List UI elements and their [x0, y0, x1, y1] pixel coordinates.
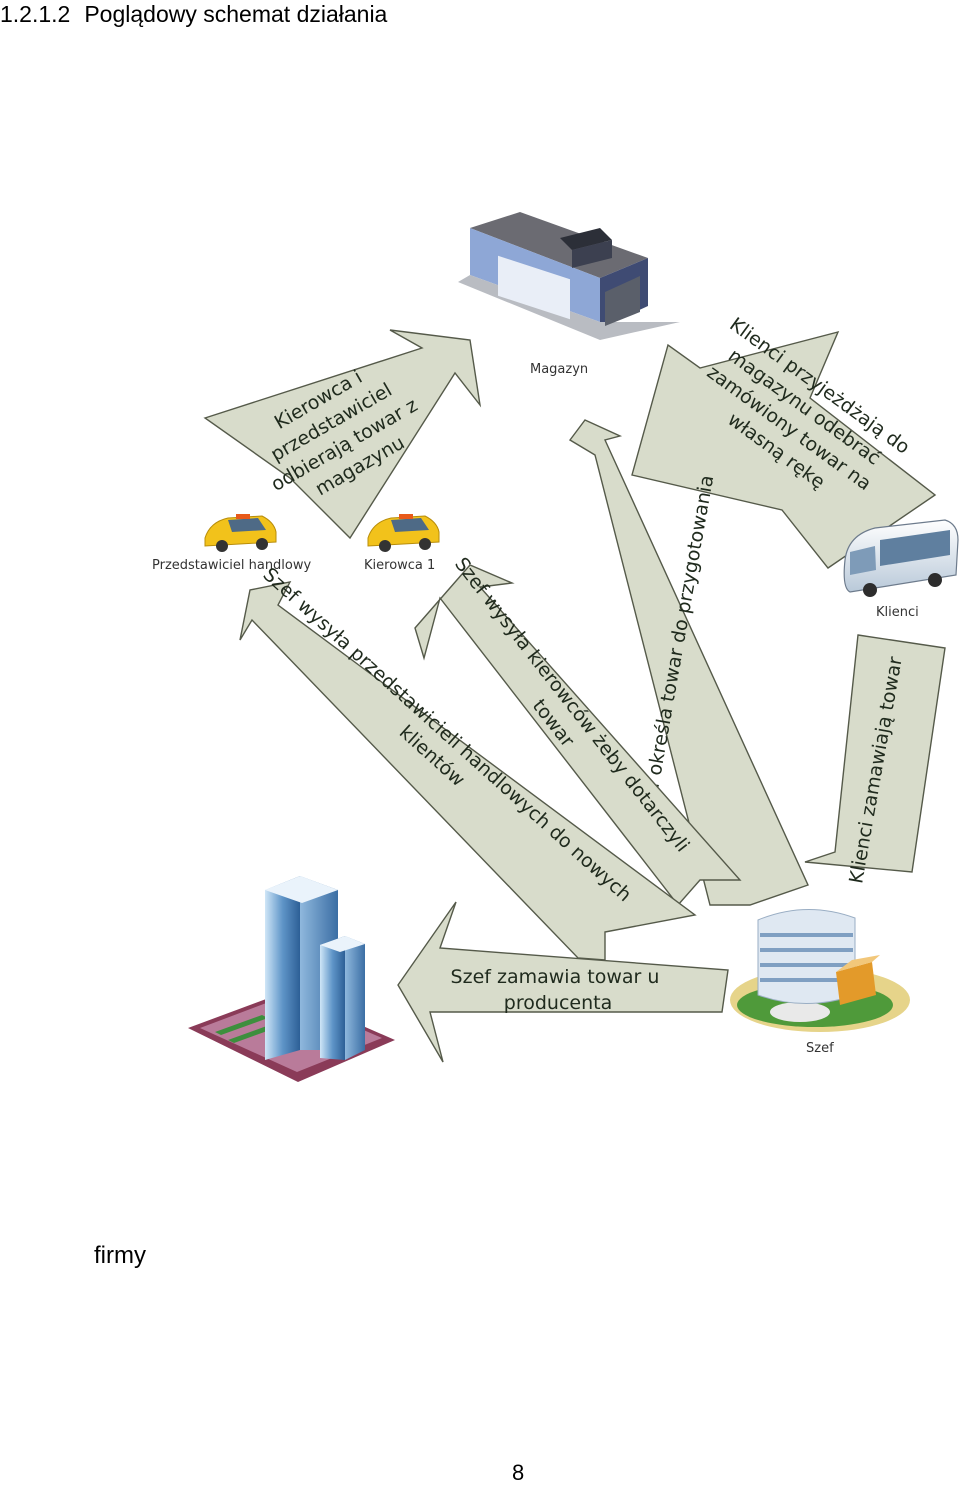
clients-label: Klienci: [876, 605, 919, 620]
svg-text:Szef zamawia towar u pro: Szef zamawia towar u producenta: [451, 966, 666, 1014]
section-title: Poglądowy schemat działania: [84, 1, 388, 27]
arrow-boss-orders-line: producenta: [504, 992, 612, 1014]
page-number: 8: [512, 1460, 525, 1485]
warehouse-icon: [458, 212, 680, 340]
bus-icon: [843, 519, 959, 597]
arrow-pickup: Kierowca i przedstawiciel odbierają towa…: [203, 329, 482, 540]
producer-skyscraper-icon: [188, 876, 395, 1082]
driver-label: Kierowca 1: [364, 558, 435, 573]
arrow-clients-pickup: Klienci przyjeżdżają do magazynu odebrać…: [631, 313, 937, 569]
sales-rep-label: Przedstawiciel handlowy: [152, 558, 312, 573]
arrow-clients-order: Klienci zamawiają towar: [804, 634, 946, 885]
boss-label: Szef: [806, 1041, 834, 1056]
warehouse-label: Magazyn: [530, 362, 588, 377]
arrow-boss-orders: Szef zamawia towar u producenta: [397, 901, 729, 1063]
section-number: 1.2.1.2: [0, 1, 71, 27]
driver-car-icon: [367, 514, 440, 552]
boss-building-icon: [730, 908, 910, 1032]
arrow-boss-orders-line: Szef zamawia towar u: [451, 966, 660, 988]
section-heading: 1.2.1.2 Poglądowy schemat działania: [0, 0, 387, 28]
sales-rep-car-icon: [204, 514, 277, 552]
figure-caption: firmy: [94, 1242, 146, 1269]
